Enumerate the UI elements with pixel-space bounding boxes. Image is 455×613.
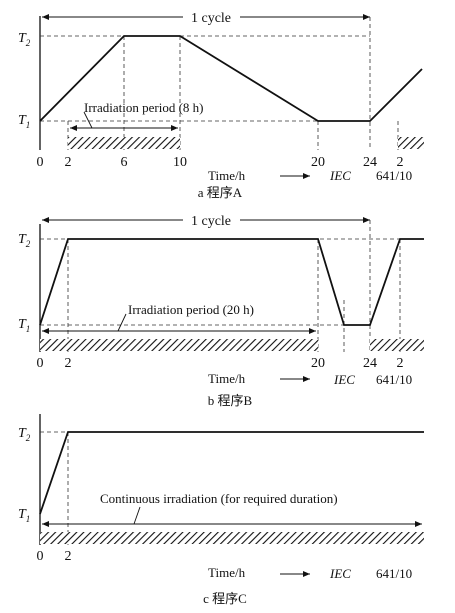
panel-b-tick: 2 (65, 356, 72, 371)
panel-c-irradiation-bar (40, 532, 424, 544)
panel-c-caption: c 程序C (203, 591, 247, 606)
panel-b-axis-label: Time/h (208, 371, 246, 386)
panel-c-iec-number: 641/10 (376, 566, 412, 581)
panel-a: 1 cycle T2 T1 Irradiation period (8 h) 0… (18, 11, 424, 200)
panel-a-irradiation-bar-next (398, 137, 424, 149)
panel-a-irradiation-bar (68, 137, 180, 149)
panel-a-temperature-curve (39, 35, 423, 122)
panel-c: T2 T1 Continuous irradiation (for requir… (18, 414, 424, 606)
panel-c-axis-label: Time/h (208, 565, 246, 580)
panel-b-t1-label: T1 (18, 317, 30, 334)
panel-c-tick: 0 (37, 549, 44, 564)
panel-b-t2-label: T2 (18, 232, 31, 249)
panel-c-temperature-curve (39, 431, 424, 515)
panel-c-t1-label: T1 (18, 507, 30, 524)
panel-a-iec-label: IEC (329, 168, 351, 183)
panel-c-irradiation-leader (133, 506, 141, 525)
panel-a-irradiation-label: Irradiation period (8 h) (84, 100, 203, 115)
panel-c-tick: 2 (65, 549, 72, 564)
panel-a-tick: 6 (121, 155, 128, 170)
panel-a-cycle-label: 1 cycle (191, 11, 231, 26)
panel-a-iec-number: 641/10 (376, 168, 412, 183)
panel-c-iec-label: IEC (329, 566, 351, 581)
panel-a-tick: 2 (397, 155, 404, 170)
panel-a-t1-label: T1 (18, 113, 30, 130)
panel-c-t2-label: T2 (18, 426, 31, 443)
panel-b: 1 cycle T2 T1 Irradiation period (20 h) … (18, 214, 424, 408)
panel-a-tick: 10 (173, 155, 187, 170)
panel-a-t2-label: T2 (18, 31, 31, 48)
panel-a-axis-label: Time/h (208, 168, 246, 183)
panel-a-tick: 0 (37, 155, 44, 170)
panel-b-irradiation-label: Irradiation period (20 h) (128, 302, 254, 317)
panel-b-tick: 0 (37, 356, 44, 371)
panel-b-irradiation-bar-next (370, 339, 424, 351)
panel-b-caption: b 程序B (208, 393, 253, 408)
panel-b-tick: 24 (363, 356, 377, 371)
panel-b-iec-number: 641/10 (376, 372, 412, 387)
panel-b-temperature-curve (39, 238, 424, 326)
panel-b-irradiation-leader (117, 313, 127, 332)
panel-c-irradiation-label: Continuous irradiation (for required dur… (100, 491, 338, 506)
panel-a-tick: 24 (363, 155, 377, 170)
panel-b-irradiation-bar (40, 339, 318, 351)
panel-a-irradiation-leader (83, 111, 93, 129)
panel-a-tick: 20 (311, 155, 325, 170)
panel-b-tick: 20 (311, 356, 325, 371)
panel-b-iec-label: IEC (333, 372, 355, 387)
panel-a-caption: a 程序A (198, 185, 243, 200)
panel-b-tick: 2 (397, 356, 404, 371)
panel-b-cycle-label: 1 cycle (191, 214, 231, 229)
panel-a-tick: 2 (65, 155, 72, 170)
